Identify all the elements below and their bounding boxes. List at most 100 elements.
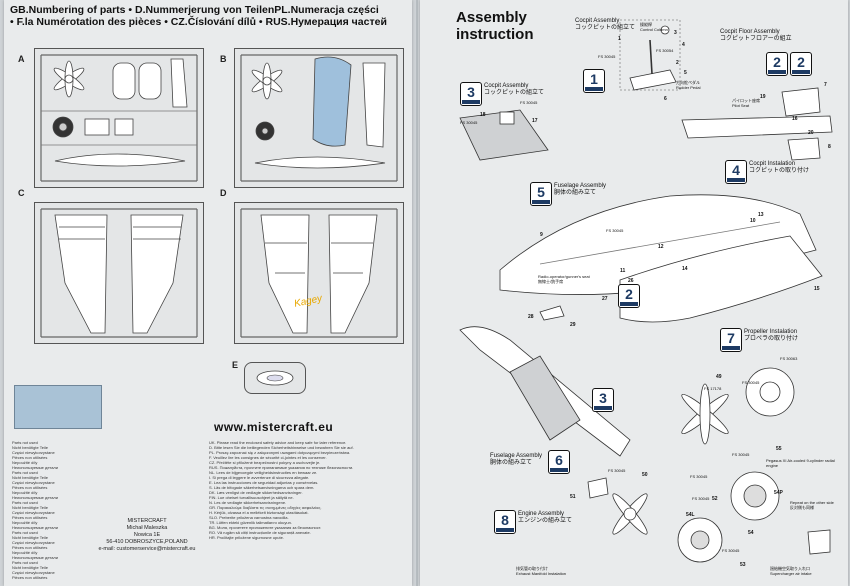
step-7-jp: プロペラの取り付け — [744, 336, 799, 342]
safety-line: H. Kérjük, olvassa el a mellékelt bizton… — [209, 510, 309, 515]
floor-bracket-part — [787, 137, 821, 161]
paint-code: FS 30054 — [656, 48, 674, 53]
safety-line: DK. Læs venligst de vedlagte sikkerhedsa… — [209, 490, 303, 495]
safety-line: S. Läs de bifogade säkerhetsanvisningarn… — [209, 485, 315, 490]
fuselage-half-lower — [619, 235, 823, 323]
safety-line: E. Lea las instrucciones de seguridad ad… — [209, 480, 319, 485]
safety-line: GR. Παρακαλούμε διαβάστε τις συνημμένες … — [209, 505, 322, 510]
part-number: 14 — [682, 266, 688, 272]
legend-line: Parts not used — [12, 530, 38, 535]
legend-line: Неиспользуемые детали — [12, 465, 59, 470]
step-3-number: 3 — [467, 84, 475, 100]
step-6-text: Fuselage Assembly 胴体の組み立て — [490, 453, 542, 467]
assembly-title-line-1: Assembly — [456, 9, 527, 26]
part-number: 49 — [716, 374, 722, 380]
parts-numbering-page: GB.Numbering of parts • D.Nummerjerung v… — [4, 0, 412, 586]
step-2-en: Cocpit Floor Assembly — [720, 29, 780, 35]
step-2-reference: 2 — [618, 284, 640, 308]
engine-hub-part — [759, 381, 781, 403]
step1-frame — [619, 19, 681, 91]
assembly-title: Assembly instruction — [456, 9, 534, 43]
legend-line: Неиспользуемые детали — [12, 525, 59, 530]
part-51 — [587, 477, 609, 499]
step-3-reference-number: 3 — [599, 390, 607, 406]
paint-code: FS 30045 — [598, 54, 616, 59]
step-6-en: Fuselage Assembly — [490, 453, 543, 459]
part-number: 55 — [776, 446, 782, 452]
legend-line: Nicht benötigte Teile — [12, 505, 48, 510]
radio-seat-part — [539, 305, 565, 321]
step-2-reference-badge: 2 — [618, 284, 640, 308]
legend-line: Części niewykorzystane — [12, 480, 55, 485]
cockpit-floor-part — [681, 115, 833, 139]
safety-line: SLO. Preberite priložena varnostna navod… — [209, 515, 289, 520]
step-1-text: Cocpit Assembly コックピットの組立て — [575, 18, 635, 32]
rudder-pedal-part — [629, 69, 677, 91]
title-line-1: GB.Numbering of parts • D.Nummerjerung v… — [10, 4, 379, 16]
step-2-number: 2 — [773, 54, 781, 70]
step-3-text: Cocpit Assembly コックピットの組立て — [484, 83, 544, 97]
step-8-text: Engine Assembly エンジンの組み立て — [518, 511, 572, 525]
legend-line: Części niewykorzystane — [12, 510, 55, 515]
part-number: 1 — [618, 36, 621, 42]
rudder-pedal-jp: 方向舵ペダル — [676, 80, 700, 85]
step-6-badge: 6 — [548, 450, 570, 474]
part-number: 54L — [686, 512, 695, 518]
legend-line: Nicht benötigte Teile — [12, 475, 48, 480]
pilot-seat-part — [781, 87, 821, 117]
paint-code: FS 30045 — [520, 100, 538, 105]
paint-code: FS 30045 — [722, 548, 740, 553]
radio-seat-jp: 無線士/銃手席 — [538, 279, 564, 284]
part-number: 19 — [760, 94, 766, 100]
safety-line: NL. Lees de bijgevoegde veiligheidsinstr… — [209, 470, 318, 475]
tail-detail-part — [509, 355, 581, 441]
company-email[interactable]: e-mail: customerservice@mistercraft.eu — [98, 546, 196, 552]
step-2-reference-number: 2 — [625, 286, 633, 302]
sprue-a — [34, 48, 204, 188]
paint-code: FS 30063 — [780, 356, 798, 361]
step-5-text: Fuselage Assembly 胴体の組み立て — [554, 183, 606, 197]
title-line-2: • F.la Numérotation des pièces • CZ.Čísl… — [10, 16, 387, 28]
safety-line: RO. Vă rugăm să citiți instrucțiunile de… — [209, 530, 311, 535]
step-8: 8 Engine Assembly エンジンの組み立て — [494, 510, 572, 534]
part-number: 5 — [684, 70, 687, 76]
step-7-text: Propeller Instalation プロペラの取り付け — [744, 329, 798, 343]
radio-seat-en: Radio-operator/gunner's seat — [538, 274, 590, 279]
safety-line: TR. Lütfen ekteki güvenlik talimatlarını… — [209, 520, 292, 525]
step-7-en: Propeller Instalation — [744, 329, 798, 335]
website-url[interactable]: www.mistercraft.eu — [214, 420, 334, 434]
sprue-c-drawing — [40, 208, 198, 338]
control-column-jp: 操縦桿 — [640, 22, 652, 27]
part-number: 10 — [750, 218, 756, 224]
part-number: 51 — [570, 494, 576, 500]
step-4: 4 Cocpit Instalation コクピットの取り付け — [725, 160, 809, 184]
safety-line: RUS. Пожалуйста, прочтите прилагаемые ук… — [209, 465, 354, 470]
part-number: 54P — [774, 490, 783, 496]
part-number: 16 — [792, 116, 798, 122]
color-swatch — [14, 385, 102, 429]
assembly-drawings — [459, 19, 833, 563]
part-number: 28 — [528, 314, 534, 320]
supercharger-jp: 過給機空気取り入れ口 — [770, 566, 810, 571]
pilot-seat-label: パイロット座席 Pilot Seat — [732, 98, 760, 108]
sprue-e-drawing — [256, 370, 294, 386]
step-8-badge: 8 — [494, 510, 516, 534]
legend-line: Parts not used — [12, 440, 38, 445]
repeat-note: Repeat on the other side 反対側も同様 — [790, 500, 846, 510]
step-2-ref-badge: 2 — [790, 52, 812, 76]
legend-line: Pièces non utilisées — [12, 455, 48, 460]
pilot-seat-jp: パイロット座席 — [732, 98, 760, 103]
step-4-en: Cocpit Instalation — [749, 161, 796, 167]
sprue-e — [244, 362, 306, 394]
paint-code: FS 30045 — [690, 474, 708, 479]
sprue-b — [234, 48, 404, 188]
safety-line: F. Veuillez lire les consignes de sécuri… — [209, 455, 327, 460]
part-number: 54 — [748, 530, 754, 536]
legend-line: Części niewykorzystane — [12, 570, 55, 575]
step-7-badge: 7 — [720, 328, 742, 352]
repeat-note-en: Repeat on the other side — [790, 500, 834, 505]
part-number: 8 — [828, 144, 831, 150]
safety-line: UK. Please read the enclosed safety advi… — [209, 440, 347, 445]
legend-line: Nicht benötigte Teile — [12, 535, 48, 540]
step-2-ref-number: 2 — [797, 54, 805, 70]
